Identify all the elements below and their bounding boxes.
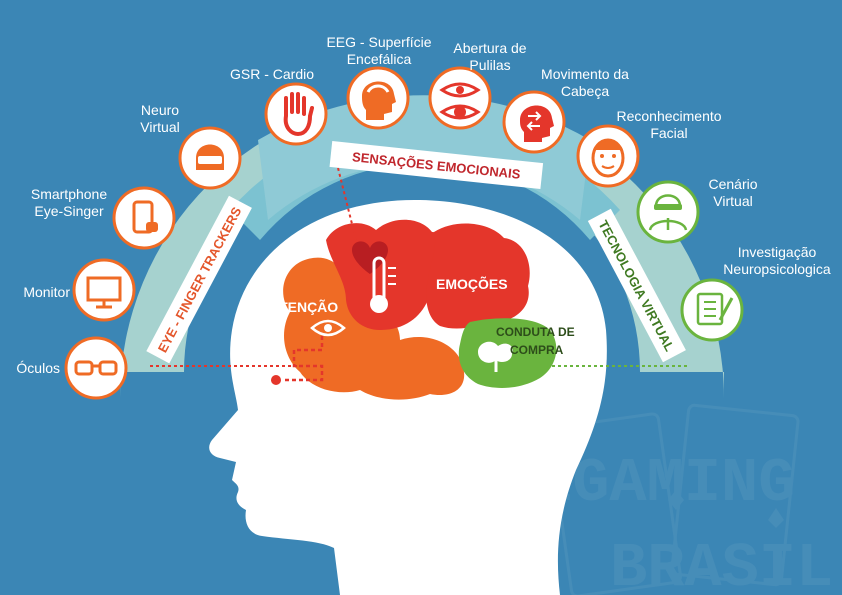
- label-pupilas: Abertura de Pulilas: [440, 40, 540, 74]
- head-movement-icon: [502, 90, 566, 154]
- neuro-virtual-icon: [178, 126, 242, 190]
- smartphone-icon: [112, 186, 176, 250]
- label-smartphone-line2: Eye-Singer: [34, 203, 104, 219]
- label-oculos-text: Óculos: [16, 360, 60, 376]
- eeg-head-icon: [346, 66, 410, 130]
- label-smartphone: Smartphone Eye-Singer: [22, 186, 116, 220]
- label-gsr: GSR - Cardio: [222, 66, 322, 83]
- label-pupilas-line2: Pulilas: [469, 57, 511, 73]
- label-gsr-text: GSR - Cardio: [229, 66, 315, 82]
- monitor-icon: [72, 258, 136, 322]
- label-eeg-line1: EEG - Superfície: [326, 34, 432, 50]
- label-facial-line2: Facial: [650, 125, 688, 141]
- label-facial: Reconhecimento Facial: [608, 108, 730, 142]
- oculos-icon: [64, 336, 128, 400]
- label-oculos: Óculos: [8, 360, 60, 377]
- label-neuro-virtual: Neuro Virtual: [128, 102, 192, 136]
- label-cenario-line1: Cenário: [708, 176, 758, 192]
- watermark-line2: BRASIL: [610, 533, 833, 595]
- eye-icon: [310, 319, 346, 337]
- label-atencao: ATENÇÃO: [270, 298, 338, 315]
- label-conduta-line2: COMPRA: [510, 343, 564, 357]
- label-eeg-line2: Encefálica: [346, 51, 412, 67]
- label-cabeca: Movimento da Cabeça: [532, 66, 638, 100]
- label-cenario-line2: Virtual: [713, 193, 753, 209]
- pupil-eye-icon: [428, 66, 492, 130]
- label-neuro-line2: Virtual: [140, 119, 180, 135]
- label-facial-line1: Reconhecimento: [616, 108, 722, 124]
- label-monitor: Monitor: [8, 284, 70, 301]
- label-cabeca-line2: Cabeça: [560, 83, 610, 99]
- label-neuro-line1: Neuro: [140, 102, 180, 118]
- label-investig-line1: Investigação: [737, 244, 817, 260]
- watermark: iGAMING BRASIL: [535, 403, 833, 595]
- label-investig-line2: Neuropsicologica: [723, 261, 831, 277]
- heart-thermometer-icon: [352, 241, 396, 313]
- label-emocoes: EMOÇÕES: [436, 275, 508, 292]
- brain-small-icon: [478, 341, 513, 372]
- virtual-scenario-icon: [636, 180, 700, 244]
- label-smartphone-line1: Smartphone: [30, 186, 108, 202]
- label-conduta-line1: CONDUTA DE: [496, 325, 575, 339]
- checklist-icon: [680, 278, 744, 342]
- sensacoes-connector: [337, 167, 357, 241]
- label-pupilas-line1: Abertura de: [453, 40, 527, 56]
- attention-dot: [271, 375, 281, 385]
- label-cenario: Cenário Virtual: [698, 176, 768, 210]
- brain-region-emocoes: [426, 223, 530, 329]
- label-monitor-text: Monitor: [23, 284, 70, 300]
- label-investigacao: Investigação Neuropsicologica: [716, 244, 838, 278]
- label-cabeca-line1: Movimento da: [541, 66, 629, 82]
- gsr-hand-icon: [264, 82, 328, 146]
- facial-recognition-icon: [576, 124, 640, 188]
- label-eeg: EEG - Superfície Encefálica: [318, 34, 440, 68]
